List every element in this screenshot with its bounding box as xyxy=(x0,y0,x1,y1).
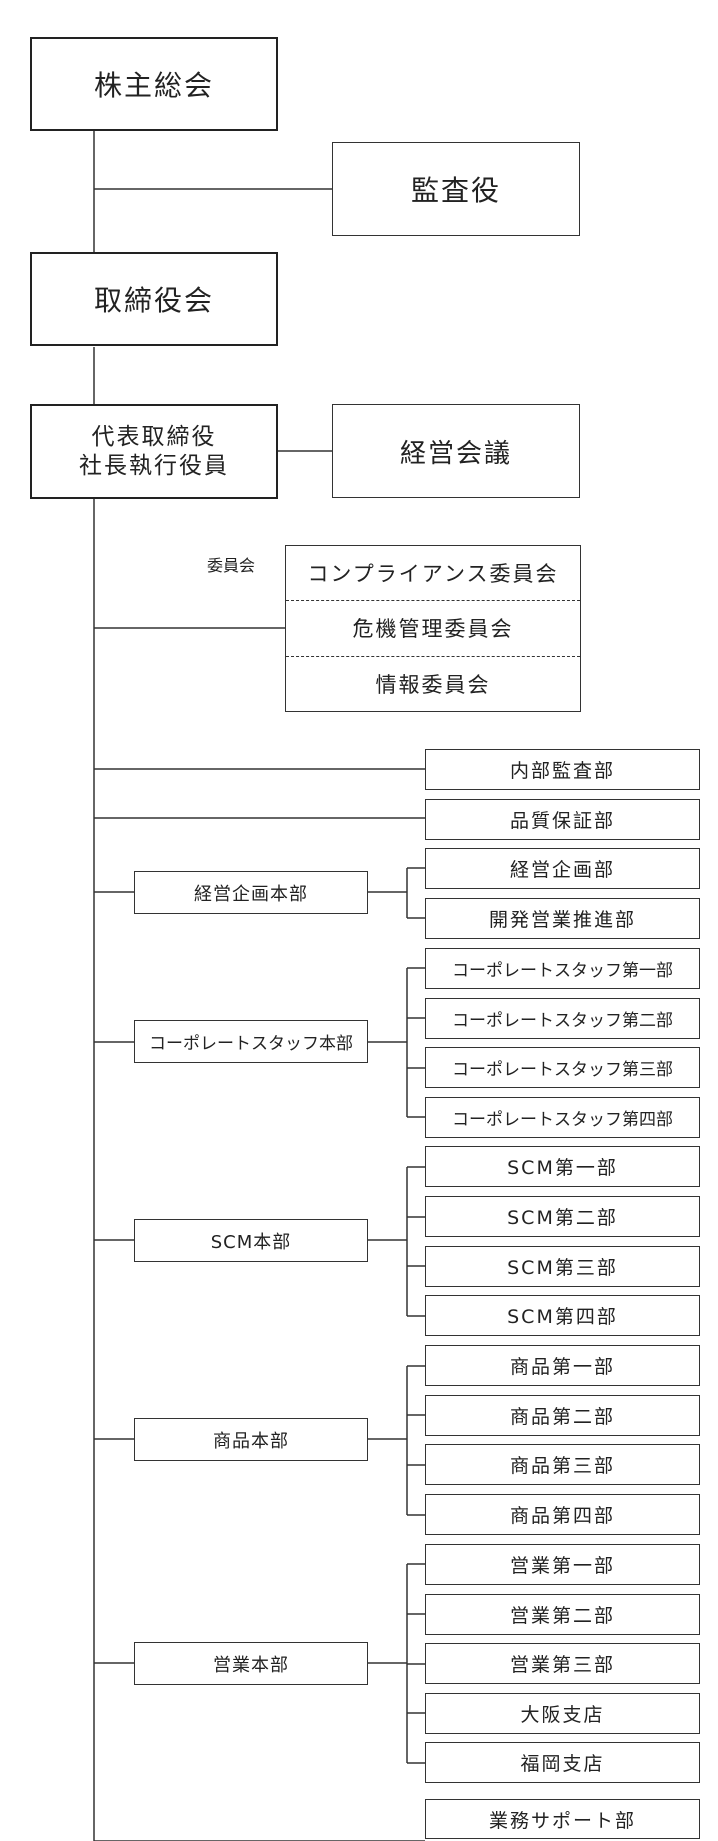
dept-box: 営業第一部 xyxy=(425,1544,700,1585)
dept-box: 商品第三部 xyxy=(425,1444,700,1485)
dept-internal-audit: 内部監査部 xyxy=(425,749,700,790)
dept-label: 開発営業推進部 xyxy=(488,909,636,931)
board-label: 取締役会 xyxy=(93,284,214,317)
division-corporate-planning: 経営企画本部 xyxy=(134,871,368,914)
dept-label: 商品第二部 xyxy=(509,1406,615,1428)
dept-box: 商品第二部 xyxy=(425,1395,700,1436)
division-label: 商品本部 xyxy=(213,1430,289,1452)
dept-box: コーポレートスタッフ第一部 xyxy=(425,948,700,989)
dept-label: 商品第四部 xyxy=(509,1505,615,1527)
division-sales: 営業本部 xyxy=(134,1642,368,1685)
division-label: コーポレートスタッフ本部 xyxy=(149,1034,353,1054)
dept-box: 開発営業推進部 xyxy=(425,898,700,939)
dept-box: SCM第二部 xyxy=(425,1196,700,1237)
shareholders-meeting-box: 株主総会 xyxy=(30,37,278,131)
dept-label: コーポレートスタッフ第二部 xyxy=(452,1011,673,1031)
dept-business-support-label: 業務サポート部 xyxy=(488,1809,636,1832)
management-meeting-label: 経営会議 xyxy=(399,438,512,469)
committee-compliance: コンプライアンス委員会 xyxy=(307,562,559,587)
shareholders-meeting-label: 株主総会 xyxy=(93,69,214,102)
president-title-line1: 代表取締役 xyxy=(91,423,217,450)
dept-box: SCM第四部 xyxy=(425,1295,700,1336)
dept-label: コーポレートスタッフ第三部 xyxy=(452,1060,673,1080)
division-label: SCM本部 xyxy=(210,1231,292,1253)
division-corporate-staff: コーポレートスタッフ本部 xyxy=(134,1020,368,1063)
dept-label: SCM第一部 xyxy=(507,1157,618,1179)
dept-label: 営業第三部 xyxy=(509,1654,615,1676)
division-label: 経営企画本部 xyxy=(194,883,308,905)
committees-box: コンプライアンス委員会 危機管理委員会 情報委員会 xyxy=(285,545,581,712)
dept-label: 商品第三部 xyxy=(509,1455,615,1477)
dept-business-support: 業務サポート部 xyxy=(425,1799,700,1839)
president-box: 代表取締役 社長執行役員 xyxy=(30,404,278,499)
dept-label: コーポレートスタッフ第一部 xyxy=(452,961,673,981)
dept-box: 経営企画部 xyxy=(425,848,700,889)
management-meeting-box: 経営会議 xyxy=(332,404,580,498)
dept-internal-audit-label: 内部監査部 xyxy=(509,760,615,782)
dept-box: SCM第一部 xyxy=(425,1146,700,1187)
dept-label: SCM第三部 xyxy=(507,1257,618,1279)
dept-box: 商品第一部 xyxy=(425,1345,700,1386)
dept-label: 福岡支店 xyxy=(520,1753,605,1775)
dept-box: コーポレートスタッフ第四部 xyxy=(425,1097,700,1138)
dept-quality-assurance: 品質保証部 xyxy=(425,799,700,840)
dept-box: コーポレートスタッフ第三部 xyxy=(425,1047,700,1088)
dept-label: 経営企画部 xyxy=(509,859,615,881)
dept-label: 営業第二部 xyxy=(509,1605,615,1627)
dept-box: SCM第三部 xyxy=(425,1246,700,1287)
board-box: 取締役会 xyxy=(30,252,278,346)
dept-box: 福岡支店 xyxy=(425,1742,700,1783)
dept-label: SCM第四部 xyxy=(507,1306,618,1328)
division-merchandise: 商品本部 xyxy=(134,1418,368,1461)
dept-box: 大阪支店 xyxy=(425,1693,700,1734)
dept-label: 営業第一部 xyxy=(509,1555,615,1577)
dept-box: 営業第二部 xyxy=(425,1594,700,1635)
president-title-line2: 社長執行役員 xyxy=(79,452,229,479)
dept-label: SCM第二部 xyxy=(507,1207,618,1229)
dept-box: 営業第三部 xyxy=(425,1643,700,1684)
division-label: 営業本部 xyxy=(213,1654,289,1676)
dept-box: 商品第四部 xyxy=(425,1494,700,1535)
dept-quality-assurance-label: 品質保証部 xyxy=(509,810,615,832)
division-scm: SCM本部 xyxy=(134,1219,368,1262)
dept-label: 商品第一部 xyxy=(509,1356,615,1378)
dept-label: コーポレートスタッフ第四部 xyxy=(452,1110,673,1130)
committee-information: 情報委員会 xyxy=(286,655,580,711)
auditor-box: 監査役 xyxy=(332,142,580,236)
committee-risk-management: 危機管理委員会 xyxy=(286,600,580,655)
dept-box: コーポレートスタッフ第二部 xyxy=(425,998,700,1039)
committees-label: 委員会 xyxy=(207,556,256,575)
dept-label: 大阪支店 xyxy=(520,1704,605,1726)
auditor-label: 監査役 xyxy=(410,174,501,207)
